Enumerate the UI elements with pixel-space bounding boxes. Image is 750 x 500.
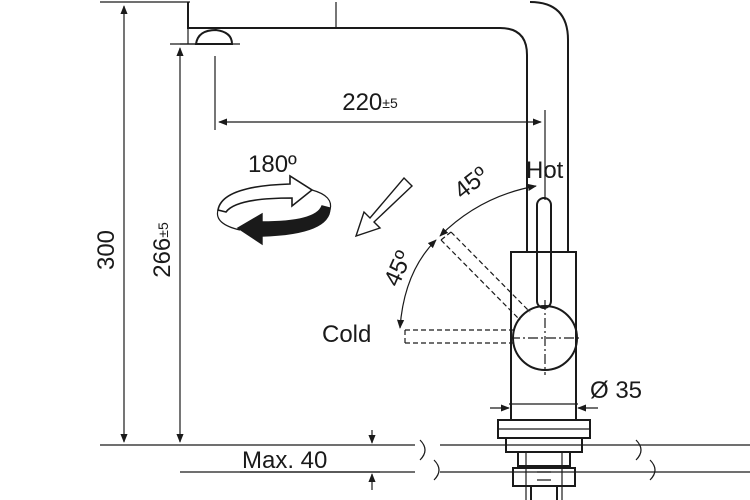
countertop-section: [180, 419, 750, 500]
cold-label: Cold: [322, 321, 371, 348]
height-total-label: 300: [93, 230, 120, 270]
rotation-indicator: 180º: [216, 151, 332, 246]
spout-tube: [187, 1, 569, 252]
hot-label: Hot: [526, 157, 564, 184]
spout-nozzle: [194, 28, 234, 45]
faucet-body: [510, 251, 577, 421]
rotation-arrow-top: [217, 174, 314, 213]
direction-arrow: [354, 176, 414, 238]
rotation-label: 180º: [248, 151, 297, 178]
max-thickness-label: Max. 40: [242, 447, 327, 474]
dimension-300: 300: [93, 1, 190, 446]
handle-lever: [536, 197, 552, 309]
height-spout-label: 266±5: [149, 222, 176, 278]
dimension-diameter: Ø 35: [490, 377, 642, 412]
dimension-266: 266±5: [149, 43, 200, 443]
faucet-outline: [180, 1, 582, 421]
reach-label: 220±5: [342, 89, 398, 116]
dimension-220: 220±5: [214, 56, 546, 200]
angle-hot-label: 45º: [449, 161, 494, 204]
diameter-label: Ø 35: [590, 377, 642, 404]
rotation-arrow-bottom: [236, 205, 331, 246]
angle-cold-label: 45º: [379, 247, 418, 291]
dimension-max-thickness: Max. 40: [240, 430, 380, 490]
